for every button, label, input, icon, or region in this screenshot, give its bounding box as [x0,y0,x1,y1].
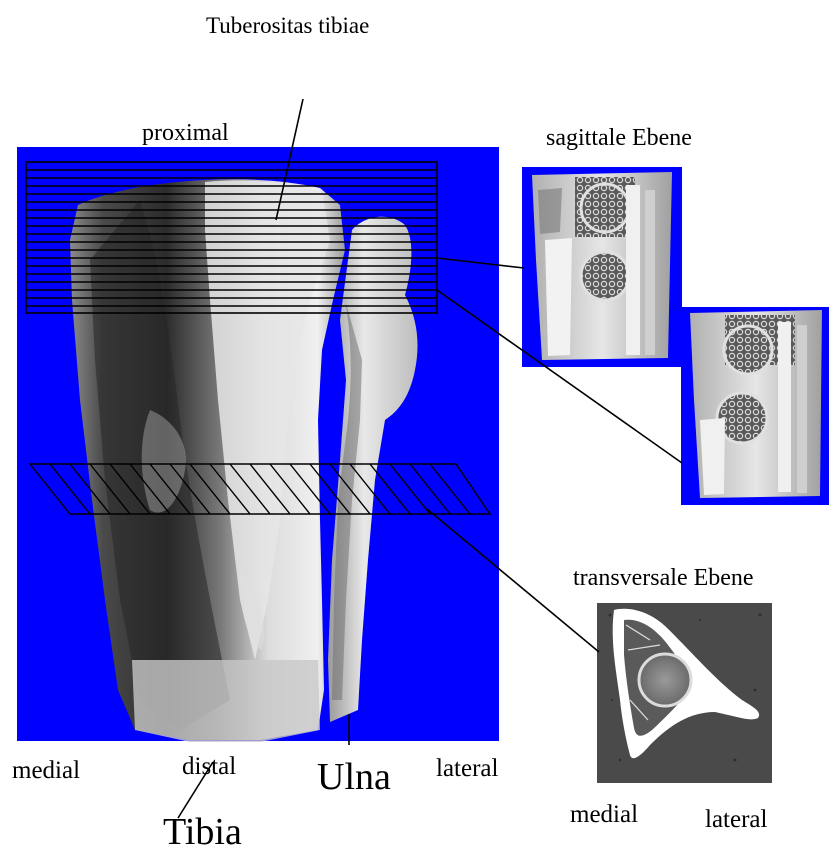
label-ulna: Ulna [317,758,391,796]
title-tuberositas-tibiae: Tuberositas tibiae [206,14,369,37]
label-distal: distal [182,754,236,779]
main-3d-render [17,147,499,742]
sagittal-slice-2 [681,307,829,505]
label-proximal: proximal [142,121,229,145]
transversal-ct-slice [597,603,772,783]
label-medial-ct: medial [570,802,638,827]
label-medial-main: medial [12,758,80,783]
ct-ulna-marrow [639,654,691,706]
tibia-distal-shaft [132,660,320,742]
label-lateral-main: lateral [436,756,498,781]
label-tibia: Tibia [163,813,242,851]
sagittal-slice-1 [522,167,682,367]
label-lateral-ct: lateral [705,807,767,832]
label-sagittal-plane: sagittale Ebene [546,126,692,150]
label-transversal-plane: transversale Ebene [573,566,754,590]
